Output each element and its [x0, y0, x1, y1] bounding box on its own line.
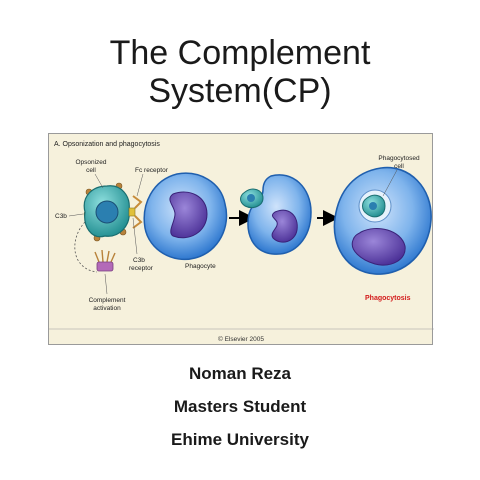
- opsonized-cell: [74, 182, 131, 273]
- phagocyte-2: [240, 174, 312, 255]
- opsonized-cell-label-2: cell: [86, 167, 96, 174]
- panel-label: A. Opsonization and phagocytosis: [54, 141, 160, 148]
- complement-opsonization-figure: A. Opsonization and phagocytosis: [48, 133, 434, 345]
- complement-activation-label-2: activation: [93, 305, 121, 312]
- author-name: Noman Reza: [188, 364, 292, 383]
- complement-activation-block: [96, 261, 114, 272]
- phagocytosed-cell-label-1: Phagocytosed: [378, 155, 420, 162]
- fc-receptor-label: Fc receptor: [135, 167, 169, 174]
- phagocytosis-label: Phagocytosis: [365, 295, 411, 302]
- figure-canvas: A. Opsonization and phagocytosis: [49, 141, 434, 343]
- phagocyte-3: [333, 166, 432, 275]
- phagocyte-label: Phagocyte: [185, 263, 216, 270]
- fc-receptors: [128, 195, 143, 229]
- complement-activation-label-1: Complement: [89, 297, 126, 304]
- author-institution: Ehime University: [171, 430, 309, 449]
- copyright-text: © Elsevier 2005: [218, 335, 264, 343]
- complement-activation-icon: [94, 249, 116, 263]
- c3b-receptor-label-1: C3b: [133, 257, 145, 264]
- phagocyte-1: [143, 172, 228, 261]
- slide-title: The Complement System(CP): [0, 34, 480, 110]
- slide-title-line-1: The Complement: [109, 34, 371, 72]
- c3b-receptor-label-2: receptor: [129, 265, 154, 272]
- slide-title-line-2: System(CP): [148, 72, 332, 110]
- c3b-label: C3b: [55, 213, 67, 220]
- opsonized-cell-label-1: Opsonized: [75, 159, 106, 166]
- phagocytosed-cell-label-2: cell: [394, 163, 404, 170]
- opsonized-cell-nucleus: [95, 200, 119, 224]
- activation-dashed-arrow: [74, 221, 98, 273]
- author-role: Masters Student: [173, 397, 307, 416]
